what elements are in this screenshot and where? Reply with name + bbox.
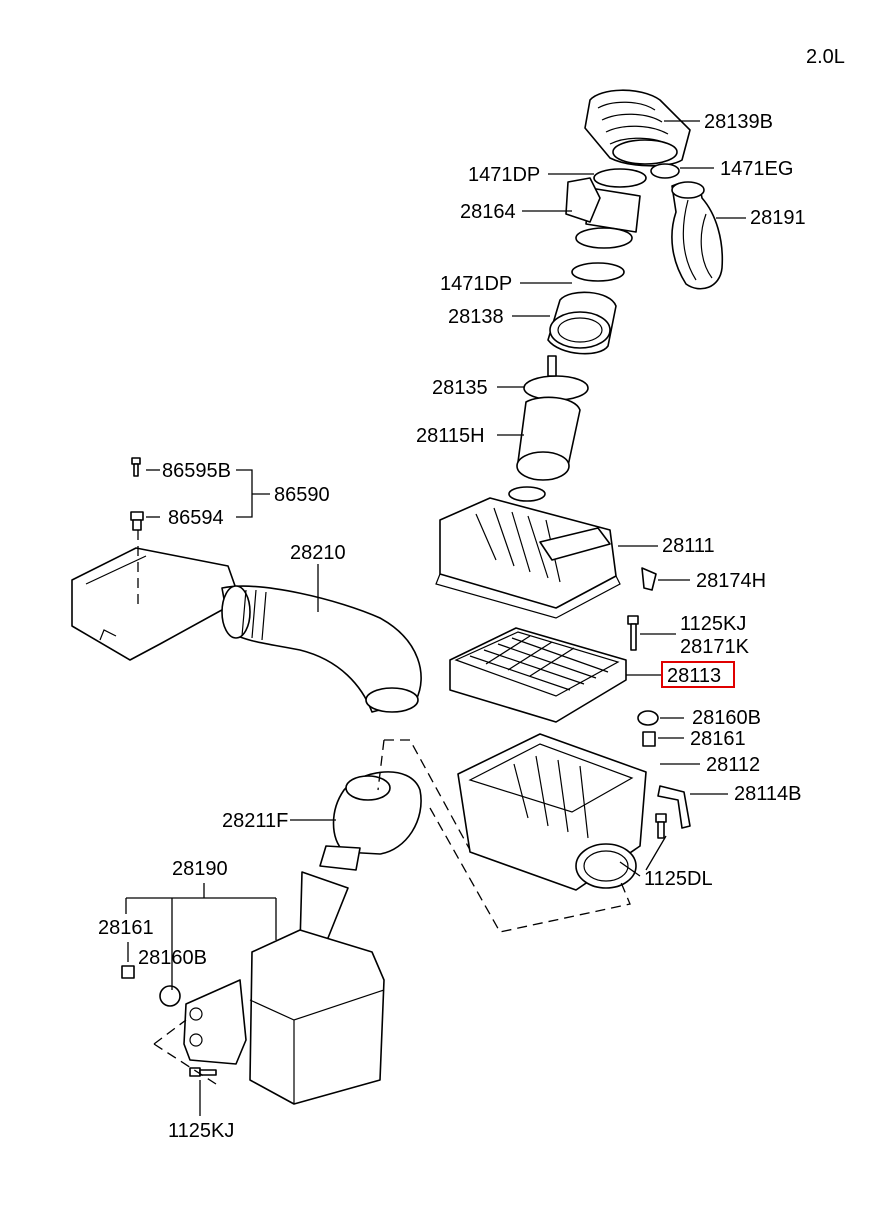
- label-28164[interactable]: 28164: [460, 201, 516, 223]
- part-28190-resonator[interactable]: [183, 871, 385, 1105]
- label-28191[interactable]: 28191: [750, 207, 806, 229]
- label-28161-left[interactable]: 28161: [98, 917, 154, 939]
- label-28210[interactable]: 28210: [290, 542, 346, 564]
- label-1471EG[interactable]: 1471EG: [720, 158, 793, 180]
- label-28211F[interactable]: 28211F: [222, 810, 288, 832]
- part-1125KJ-bolt-lower[interactable]: [189, 1067, 217, 1077]
- part-28114B-bracket[interactable]: [657, 785, 691, 829]
- part-28135-clamp[interactable]: [523, 355, 589, 401]
- part-28174H-clip[interactable]: [641, 567, 657, 591]
- label-28114B[interactable]: 28114B: [734, 783, 801, 805]
- part-28191-hose[interactable]: [671, 181, 724, 290]
- part-1471EG-clamp[interactable]: [650, 163, 680, 179]
- part-28139B-bellows[interactable]: [584, 89, 691, 167]
- label-1471DP-upper[interactable]: 1471DP: [468, 164, 540, 186]
- label-28160B-left[interactable]: 28160B: [138, 947, 207, 969]
- part-1471DP-clamp-upper[interactable]: [593, 168, 647, 188]
- part-28161-collar-right[interactable]: [642, 731, 656, 747]
- part-28113-filter[interactable]: [449, 627, 627, 723]
- label-86590[interactable]: 86590: [274, 484, 330, 506]
- leader-lines: [125, 120, 746, 1116]
- label-28138[interactable]: 28138: [448, 306, 504, 328]
- part-28111-cover[interactable]: [435, 486, 621, 619]
- part-86590-duct-bracket[interactable]: [71, 530, 241, 661]
- part-28160B-grommet-left[interactable]: [159, 985, 181, 1007]
- label-28112[interactable]: 28112: [706, 754, 760, 776]
- part-28211F-elbow[interactable]: [319, 771, 422, 871]
- label-28115H[interactable]: 28115H: [416, 425, 485, 447]
- part-1125DL-bolt[interactable]: [655, 813, 667, 839]
- part-28161-collar-left[interactable]: [121, 965, 135, 979]
- part-28138-hose[interactable]: [547, 291, 617, 355]
- part-28160B-grommet-right[interactable]: [637, 710, 659, 726]
- label-1125KJ-lower[interactable]: 1125KJ: [168, 1120, 234, 1142]
- label-28161-right[interactable]: 28161: [690, 728, 746, 750]
- part-86595B-fastener[interactable]: [131, 457, 141, 477]
- label-28171K[interactable]: 28171K: [680, 636, 750, 658]
- label-86594[interactable]: 86594: [168, 507, 224, 529]
- label-28135[interactable]: 28135: [432, 377, 488, 399]
- assembly-dashed-right: [377, 739, 631, 933]
- label-1471DP-lower[interactable]: 1471DP: [440, 273, 512, 295]
- label-28160B-right[interactable]: 28160B: [692, 707, 761, 729]
- part-28210-hose[interactable]: [221, 585, 422, 713]
- label-28139B[interactable]: 28139B: [704, 111, 773, 133]
- label-1125KJ-upper[interactable]: 1125KJ: [680, 613, 746, 635]
- highlight-box-28113: [661, 661, 735, 688]
- part-28115H-duct[interactable]: [516, 396, 581, 481]
- assembly-dashed-left: [153, 1019, 217, 1085]
- part-1471DP-clamp-lower[interactable]: [571, 262, 625, 282]
- part-1125KJ-bolt-upper[interactable]: [627, 615, 639, 651]
- part-28112-lower-case[interactable]: [457, 733, 647, 891]
- label-28174H[interactable]: 28174H: [696, 570, 766, 592]
- label-28190[interactable]: 28190: [172, 858, 228, 880]
- label-86595B[interactable]: 86595B: [162, 460, 231, 482]
- label-1125DL[interactable]: 1125DL: [644, 868, 713, 890]
- label-28111[interactable]: 28111: [662, 535, 715, 557]
- part-28164-sensor[interactable]: [565, 177, 641, 249]
- engine-label: 2.0L: [806, 46, 845, 68]
- part-86594-fastener[interactable]: [130, 511, 144, 531]
- label-28113[interactable]: 28113: [667, 665, 721, 687]
